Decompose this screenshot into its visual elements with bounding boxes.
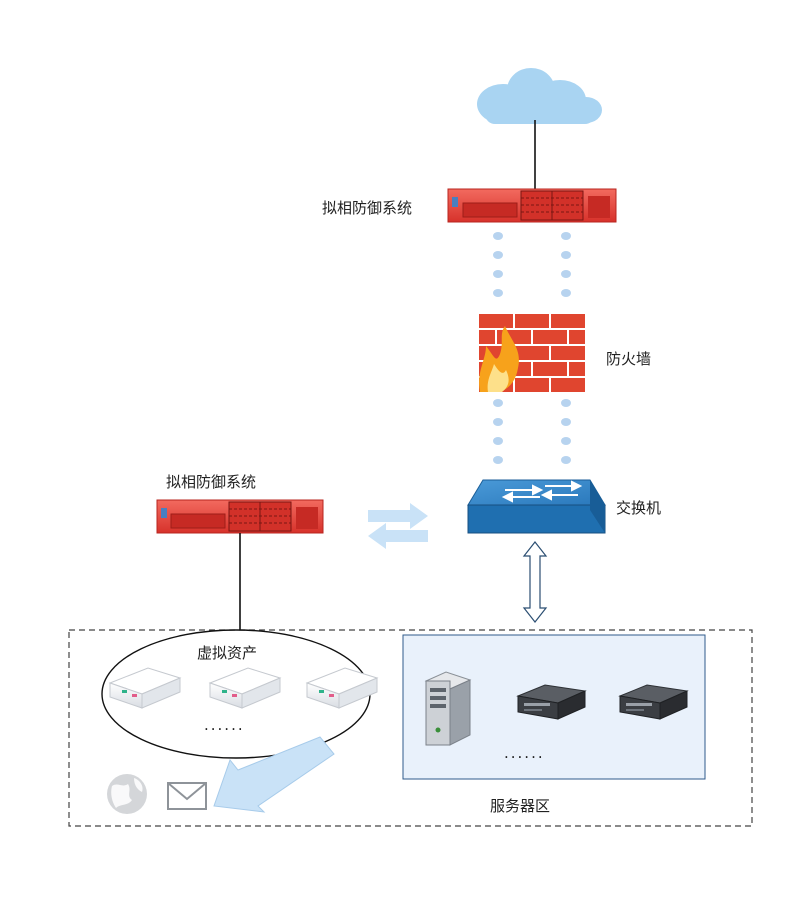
server-zone-label: 服务器区	[490, 797, 551, 815]
ngfw-left-device	[156, 499, 324, 534]
globe-icon	[107, 774, 147, 814]
dotted-link-firewall-switch	[493, 399, 571, 464]
virtual-asset-device	[208, 667, 282, 709]
server-zone-ellipsis: ......	[504, 744, 545, 762]
network-switch-icon	[467, 479, 606, 534]
virtual-assets-ellipsis: ......	[204, 716, 245, 734]
firewall-label: 防火墙	[606, 350, 652, 368]
virtual-asset-device	[305, 667, 379, 709]
attack-redirect-arrow	[213, 736, 335, 813]
rack-server-icon	[618, 684, 689, 720]
switch-zone-double-arrow	[522, 541, 548, 623]
bidirectional-sync-arrow	[368, 503, 428, 549]
cloud-icon	[477, 68, 602, 124]
virtual-assets-label: 虚拟资产	[197, 644, 258, 662]
brick-firewall-icon	[477, 312, 587, 394]
rack-server-icon	[516, 684, 587, 720]
ngfw-left-label: 拟相防御系统	[166, 473, 257, 491]
switch-label: 交换机	[616, 499, 662, 517]
mail-envelope-icon	[167, 782, 207, 810]
virtual-asset-device	[108, 667, 182, 709]
dotted-link-rack-firewall	[493, 232, 571, 297]
ngfw-top-device	[447, 188, 617, 223]
internal-zone-boundary	[68, 629, 753, 827]
tower-server-icon	[424, 671, 472, 746]
ngfw-top-label: 拟相防御系统	[322, 199, 413, 217]
